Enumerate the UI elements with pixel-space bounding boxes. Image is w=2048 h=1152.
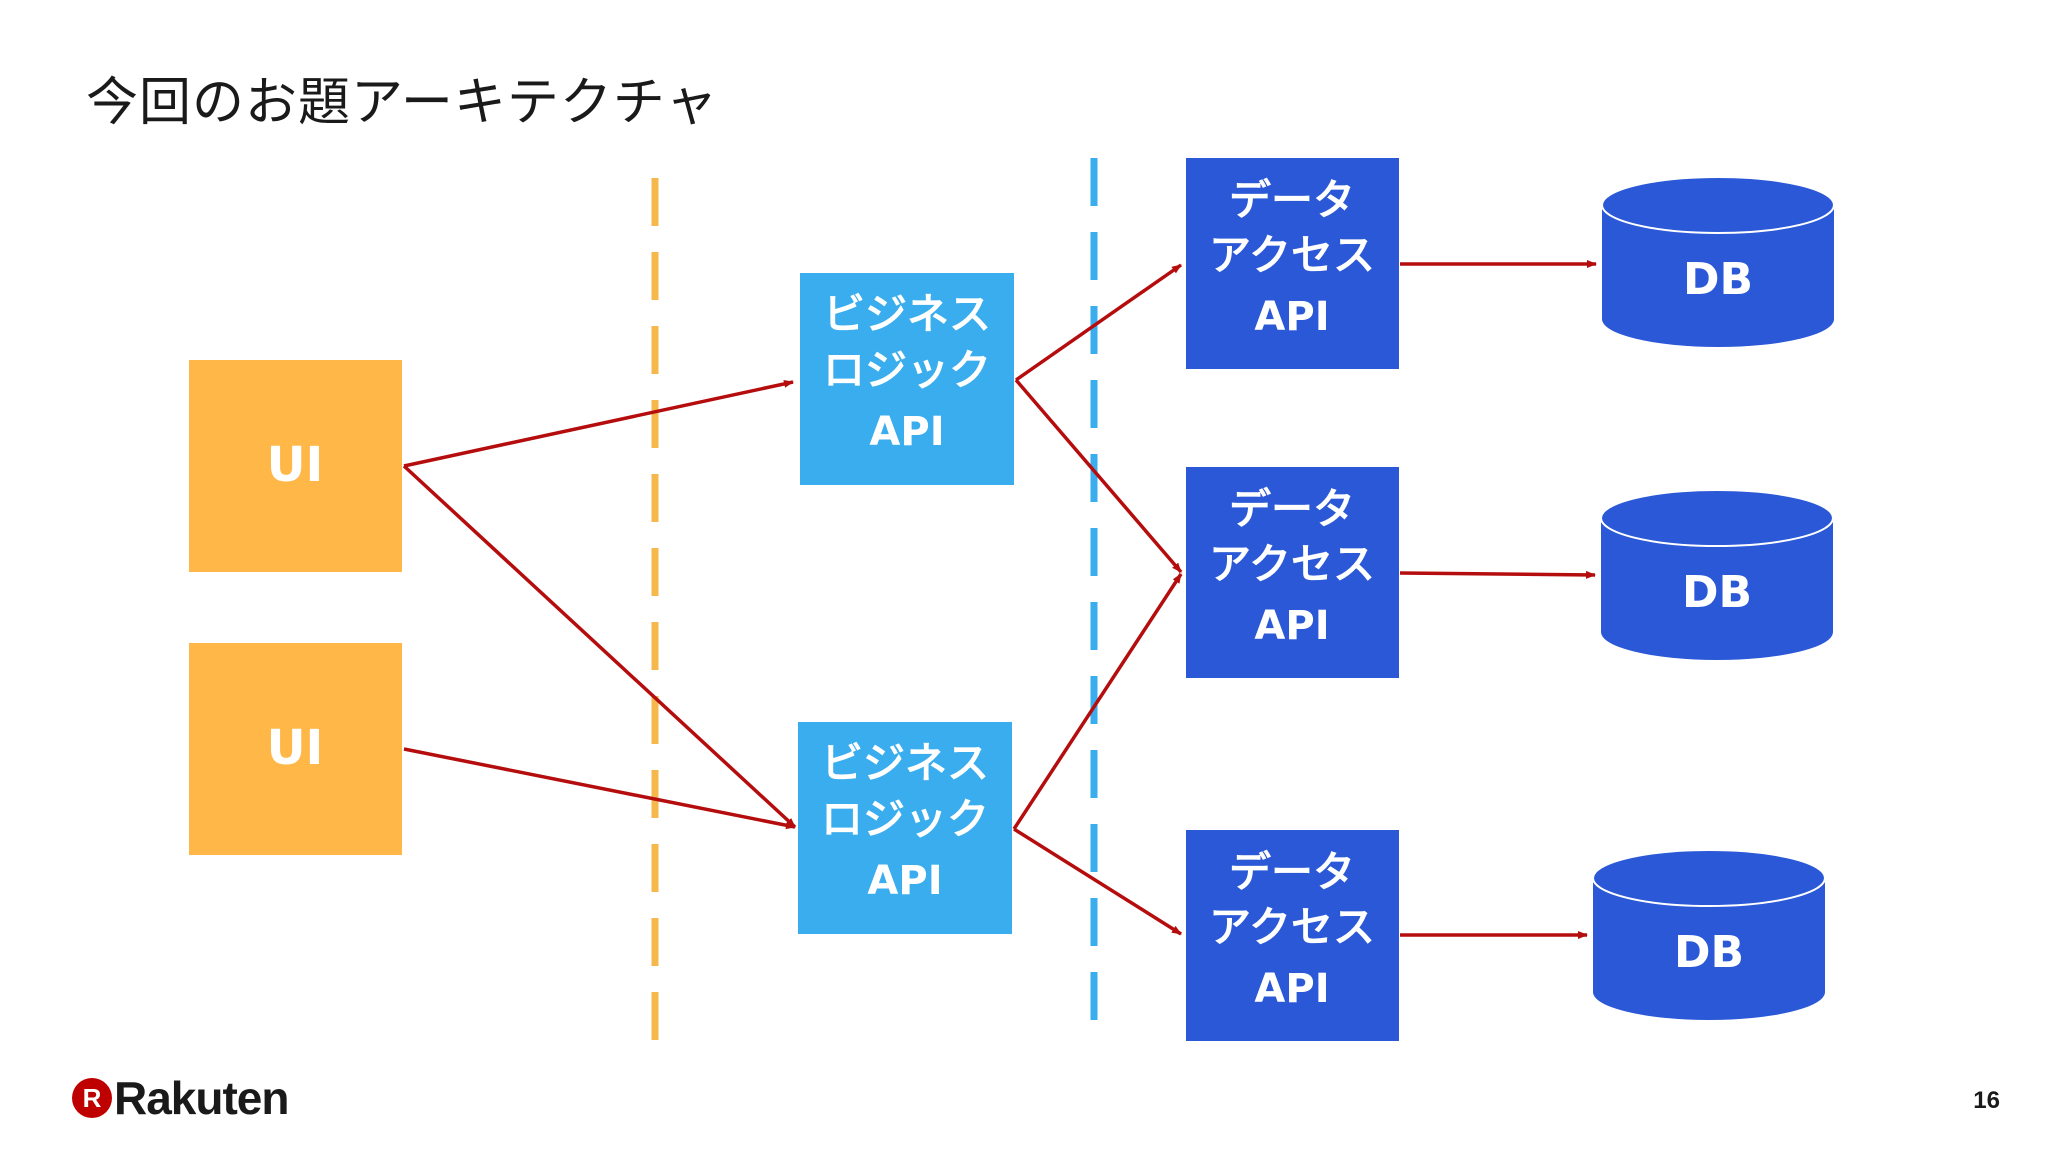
database-label: DB <box>1682 567 1752 618</box>
arrow-business1-to-data1 <box>1014 263 1183 382</box>
data-access-line3: API <box>1254 294 1329 340</box>
data-access-line2: アクセス <box>1209 540 1375 589</box>
business-logic-api-box-2: ビジネス ロジック API <box>798 722 1012 934</box>
data-access-line3: API <box>1254 603 1329 649</box>
data-access-line2: アクセス <box>1209 903 1375 952</box>
page-number: 16 <box>1973 1087 2000 1114</box>
ui-box-label: UI <box>267 437 324 493</box>
database-label: DB <box>1683 254 1753 305</box>
business-logic-line2: ロジック <box>821 795 989 844</box>
ui-box-label: UI <box>267 720 324 776</box>
data-access-api-box-2: データ アクセス API <box>1186 467 1399 678</box>
business-logic-line3: API <box>867 858 942 904</box>
business-logic-line3: API <box>869 409 944 455</box>
ui-box-2: UI <box>189 643 402 855</box>
data-access-line2: アクセス <box>1209 231 1375 280</box>
business-logic-api-box-1: ビジネス ロジック API <box>800 273 1014 485</box>
ui-box-1: UI <box>189 360 402 572</box>
business-logic-line1: ビジネス <box>821 739 989 788</box>
rakuten-logo-mark: R <box>72 1078 112 1118</box>
arrow-business2-to-data3 <box>1013 827 1182 936</box>
database-cylinder-2: DB <box>1600 489 1834 660</box>
rakuten-logo: R Rakuten <box>72 1068 289 1128</box>
arrow-ui1-to-business1 <box>403 379 794 468</box>
database-label: DB <box>1674 927 1744 978</box>
database-cylinder-3: DB <box>1592 849 1826 1020</box>
arrow-business2-to-data2 <box>1012 573 1183 830</box>
data-access-line1: データ <box>1229 485 1355 534</box>
slide-title: 今回のお題アーキテクチャ <box>86 73 719 133</box>
data-access-line1: データ <box>1229 176 1355 225</box>
arrow-ui1-to-business2 <box>402 464 797 829</box>
rakuten-logo-text: Rakuten <box>114 1072 289 1124</box>
data-access-line1: データ <box>1229 848 1355 897</box>
database-cylinder-1: DB <box>1601 176 1835 347</box>
arrow-data2-to-db2 <box>1399 570 1596 579</box>
arrow-business1-to-data2 <box>1014 378 1183 574</box>
business-logic-line2: ロジック <box>823 346 991 395</box>
data-access-api-box-3: データ アクセス API <box>1186 830 1399 1041</box>
data-access-line3: API <box>1254 966 1329 1012</box>
business-logic-line1: ビジネス <box>823 290 991 339</box>
arrow-ui2-to-business2 <box>403 747 796 830</box>
data-access-api-box-1: データ アクセス API <box>1186 158 1399 369</box>
